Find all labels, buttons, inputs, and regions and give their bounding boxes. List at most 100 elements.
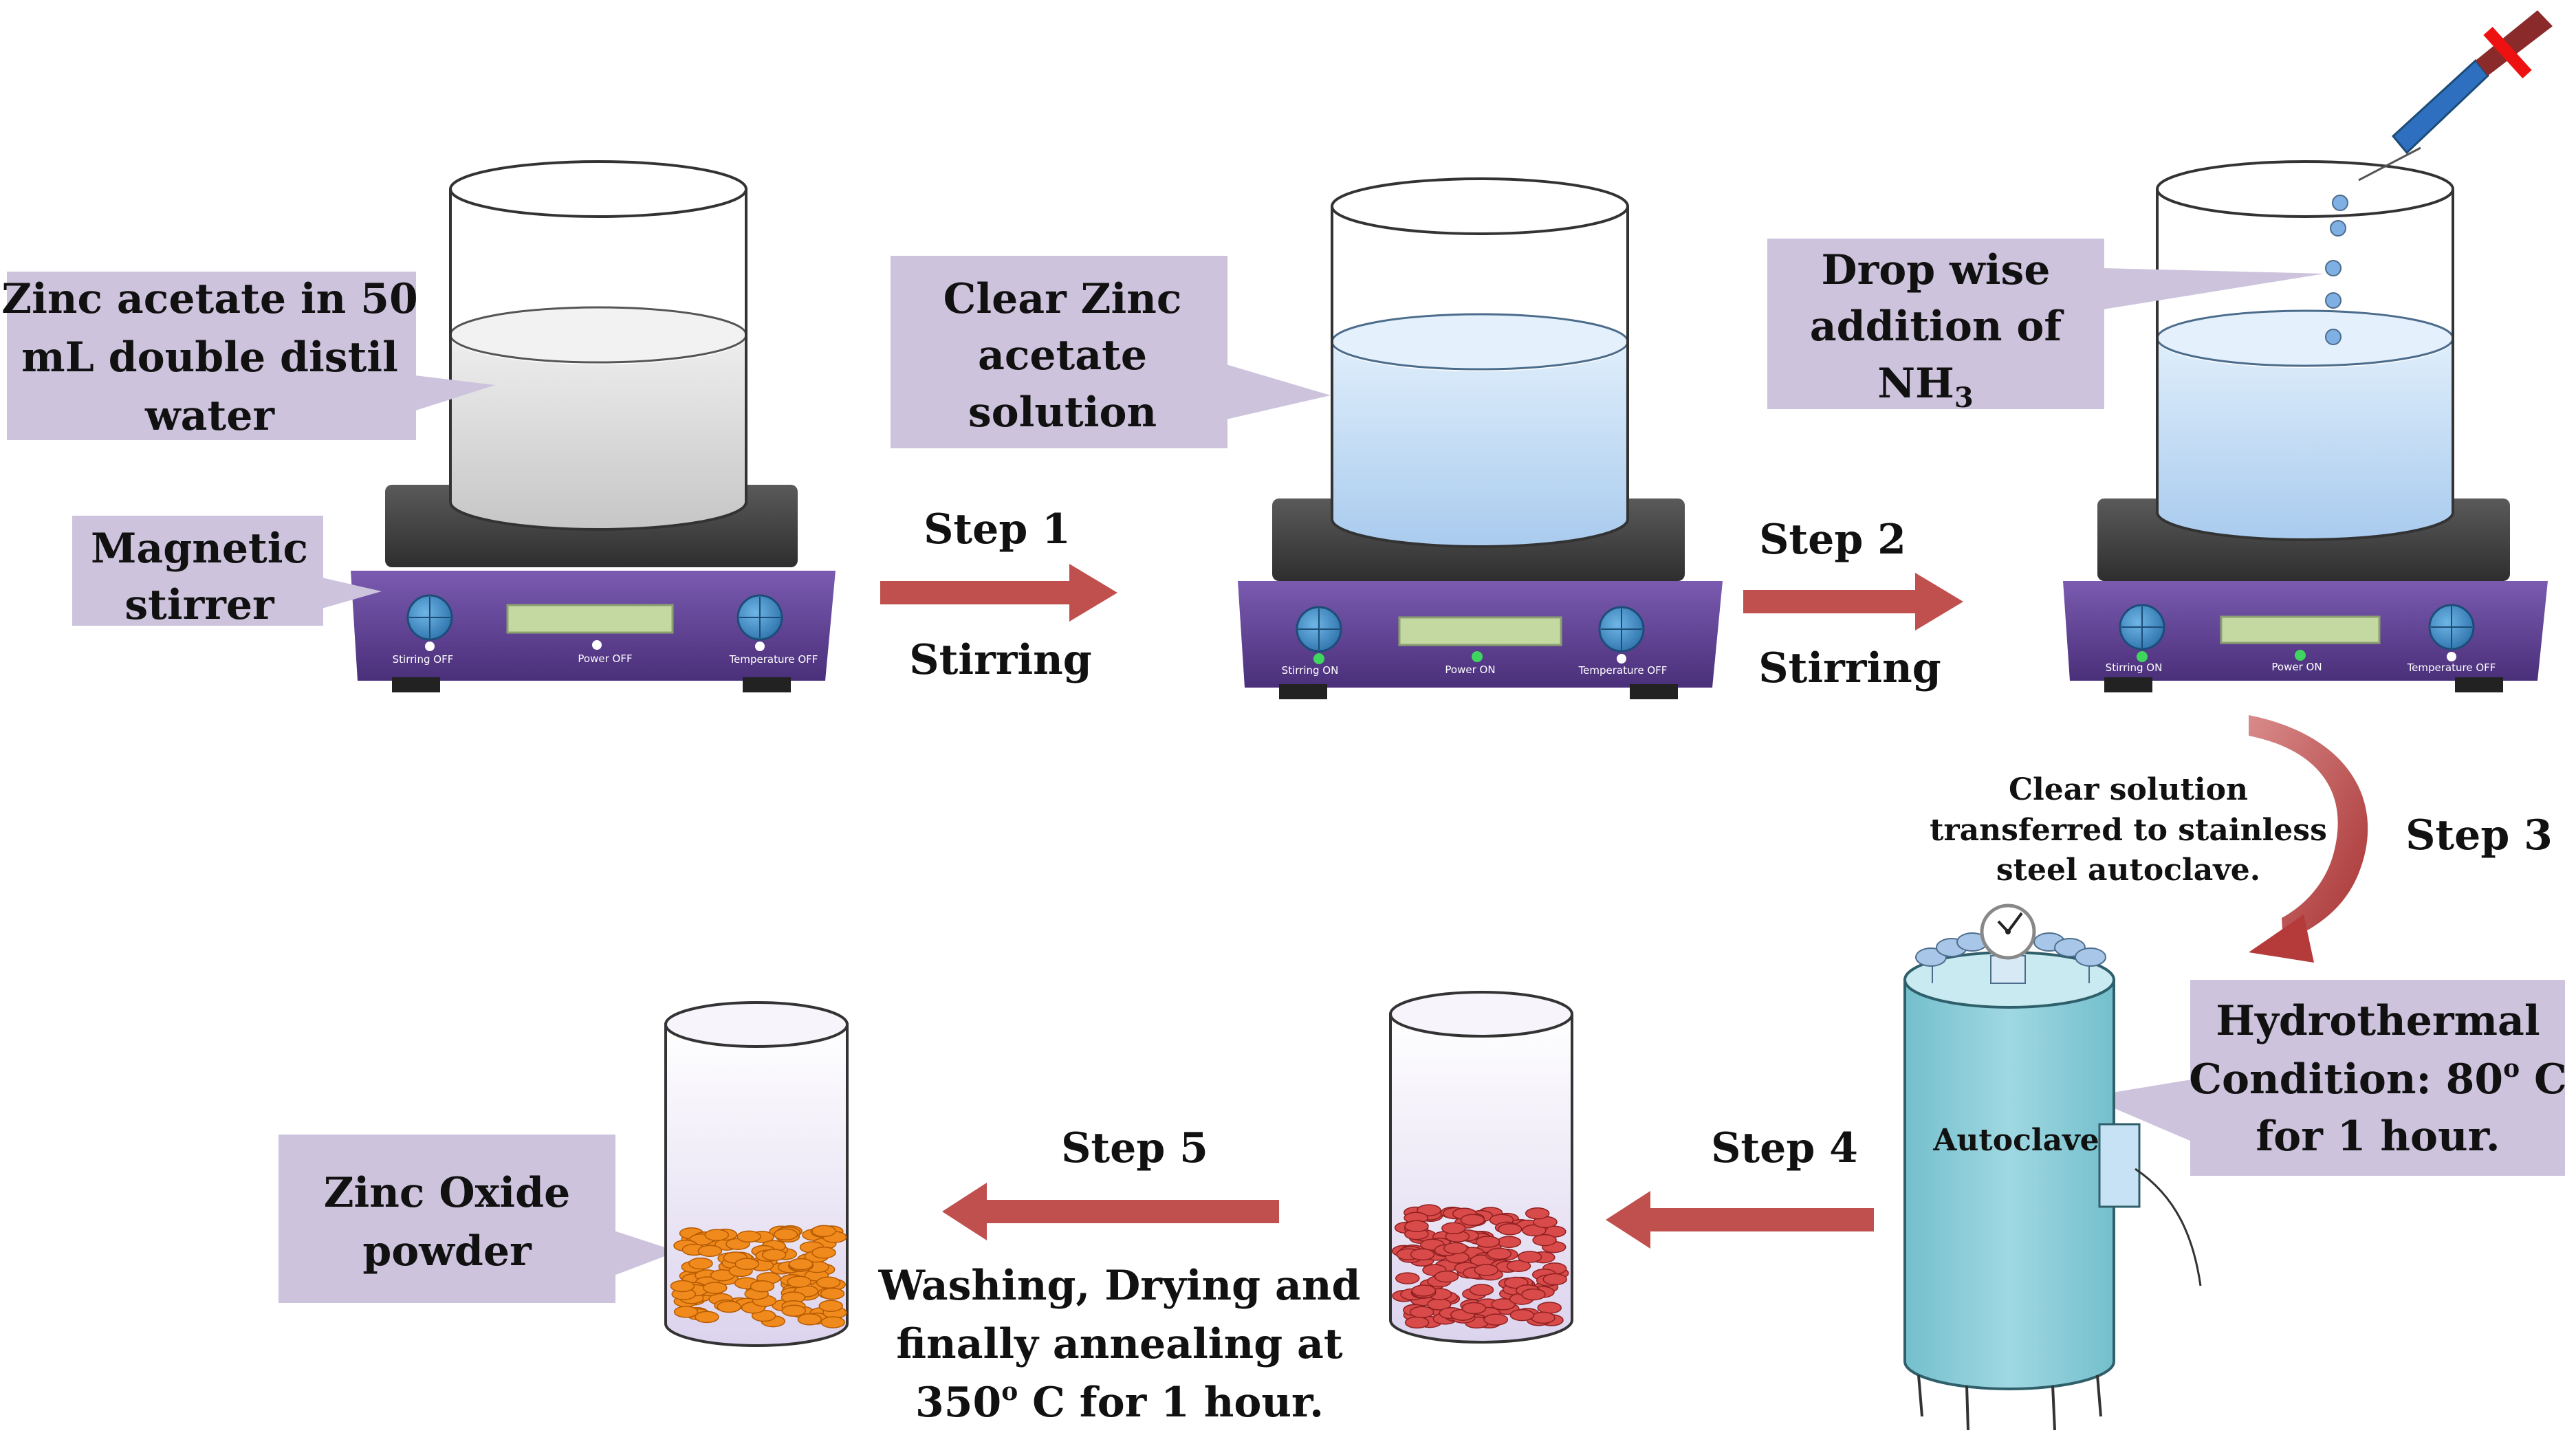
svg-text:for 1 hour.: for 1 hour. — [2256, 1113, 2500, 1161]
svg-text:addition of: addition of — [1810, 303, 2065, 351]
power-status-label: Power OFF — [578, 653, 632, 665]
particle — [1441, 1222, 1466, 1235]
particle — [1411, 1284, 1437, 1297]
step3-curved-arrow — [2249, 715, 2368, 963]
stirring-status-label: Stirring OFF — [393, 653, 454, 666]
callout-zinc-oxide-powder: Zinc Oxide powder — [279, 1135, 677, 1303]
particle — [1509, 1308, 1535, 1322]
stirring-status-label: Stirring ON — [2106, 661, 2163, 674]
ammonia-drops — [2325, 195, 2348, 345]
vial-zinc-oxide — [664, 1001, 849, 1347]
step5-arrow — [942, 1183, 1279, 1240]
callout-drop-wise: Drop wise addition of NH3 — [1767, 239, 2324, 414]
callout-magnetic-stirrer: Magnetic stirrer — [72, 516, 382, 629]
particle — [818, 1300, 844, 1313]
svg-text:acetate: acetate — [978, 331, 1147, 380]
svg-text:Magnetic: Magnetic — [91, 525, 308, 573]
power-status-label: Power ON — [1445, 664, 1495, 676]
particle — [773, 1228, 798, 1241]
svg-text:Zinc acetate in 50: Zinc acetate in 50 — [1, 275, 417, 323]
step2-label: Step 2 — [1759, 516, 1906, 564]
autoclave-label: Autoclave — [1932, 1123, 2099, 1158]
particle — [1483, 1313, 1509, 1326]
particle — [1497, 1223, 1522, 1236]
svg-text:Drop wise: Drop wise — [1822, 246, 2051, 294]
svg-text:stirrer: stirrer — [124, 581, 275, 629]
particle — [736, 1230, 761, 1243]
particle — [1474, 1264, 1499, 1276]
callout-zinc-acetate: Zinc acetate in 50 mL double distil wate… — [1, 272, 495, 440]
particle — [1506, 1260, 1531, 1272]
step5-label: Step 5 — [1061, 1124, 1208, 1172]
particle — [1517, 1251, 1542, 1263]
step4-arrow — [1606, 1191, 1874, 1249]
step1-label: Step 1 — [924, 505, 1071, 554]
particle — [697, 1245, 723, 1258]
particle — [695, 1311, 719, 1324]
particle — [1404, 1220, 1429, 1233]
particle — [797, 1313, 822, 1326]
particle — [789, 1258, 814, 1271]
particle — [670, 1280, 695, 1293]
power-status-label: Power ON — [2271, 661, 2322, 673]
particle — [1491, 1298, 1516, 1311]
particle — [1469, 1284, 1494, 1296]
callout-hydrothermal: Hydrothermal Condition: 80o C for 1 hour… — [2087, 980, 2567, 1176]
svg-text:NH3: NH3 — [1877, 360, 1973, 414]
zno-powder-particles — [670, 1225, 847, 1328]
svg-text:mL double distil: mL double distil — [21, 333, 398, 382]
particle — [811, 1247, 836, 1259]
particle — [1410, 1248, 1435, 1261]
autoclave-valves — [1915, 932, 2106, 984]
particle — [1525, 1207, 1550, 1220]
stirring-status-label: Stirring ON — [1282, 664, 1339, 677]
particle — [1460, 1214, 1485, 1226]
particle — [1434, 1270, 1459, 1283]
svg-text:Condition: 80o C: Condition: 80o C — [2189, 1054, 2567, 1104]
particle — [811, 1225, 836, 1238]
svg-text:powder: powder — [362, 1227, 532, 1275]
red-precipitate-particles — [1391, 1204, 1569, 1329]
particle — [1404, 1316, 1430, 1329]
particle — [1475, 1236, 1500, 1248]
step2-sub-label: Stirring — [1758, 644, 1941, 692]
svg-text:water: water — [144, 392, 275, 440]
particle — [734, 1258, 759, 1271]
particle — [1522, 1224, 1547, 1237]
particle — [717, 1300, 741, 1313]
step2-arrow — [1743, 573, 1963, 631]
step1-sub-label: Stirring — [909, 636, 1091, 684]
svg-text:Clear Zinc: Clear Zinc — [943, 275, 1182, 323]
particle — [787, 1275, 811, 1288]
callout-clear-zinc-acetate: Clear Zinc acetate solution — [891, 256, 1331, 448]
particle — [673, 1306, 699, 1318]
step3-note-line1: Clear solution — [2009, 772, 2248, 807]
step3-label: Step 3 — [2405, 811, 2553, 859]
step5-line1: Washing, Drying and — [878, 1262, 1361, 1310]
beaker-2 — [1331, 177, 1629, 548]
particle — [820, 1316, 845, 1328]
particle — [1531, 1311, 1556, 1324]
particle — [703, 1282, 728, 1294]
particle — [1443, 1242, 1468, 1255]
temperature-status-label: Temperature OFF — [1578, 664, 1668, 677]
dropper-icon — [2358, 10, 2553, 182]
step5-line2: finally annealing at — [896, 1320, 1343, 1368]
particle — [761, 1249, 787, 1261]
temperature-status-label: Temperature OFF — [2407, 661, 2496, 674]
svg-text:Hydrothermal: Hydrothermal — [2216, 997, 2540, 1045]
step1-arrow — [880, 564, 1117, 622]
particle — [1417, 1204, 1441, 1216]
particle — [1409, 1306, 1434, 1319]
vial-precipitate — [1389, 991, 1573, 1344]
svg-text:Zinc Oxide: Zinc Oxide — [324, 1169, 571, 1217]
svg-text:solution: solution — [968, 388, 1157, 437]
autoclave: Autoclave — [1903, 951, 2202, 1431]
temperature-status-label: Temperature OFF — [729, 653, 818, 666]
particle — [816, 1276, 841, 1289]
particle — [820, 1287, 845, 1300]
particle — [1532, 1234, 1557, 1247]
particle — [1487, 1247, 1512, 1260]
step5-line3: 350o C for 1 hour. — [915, 1377, 1324, 1427]
